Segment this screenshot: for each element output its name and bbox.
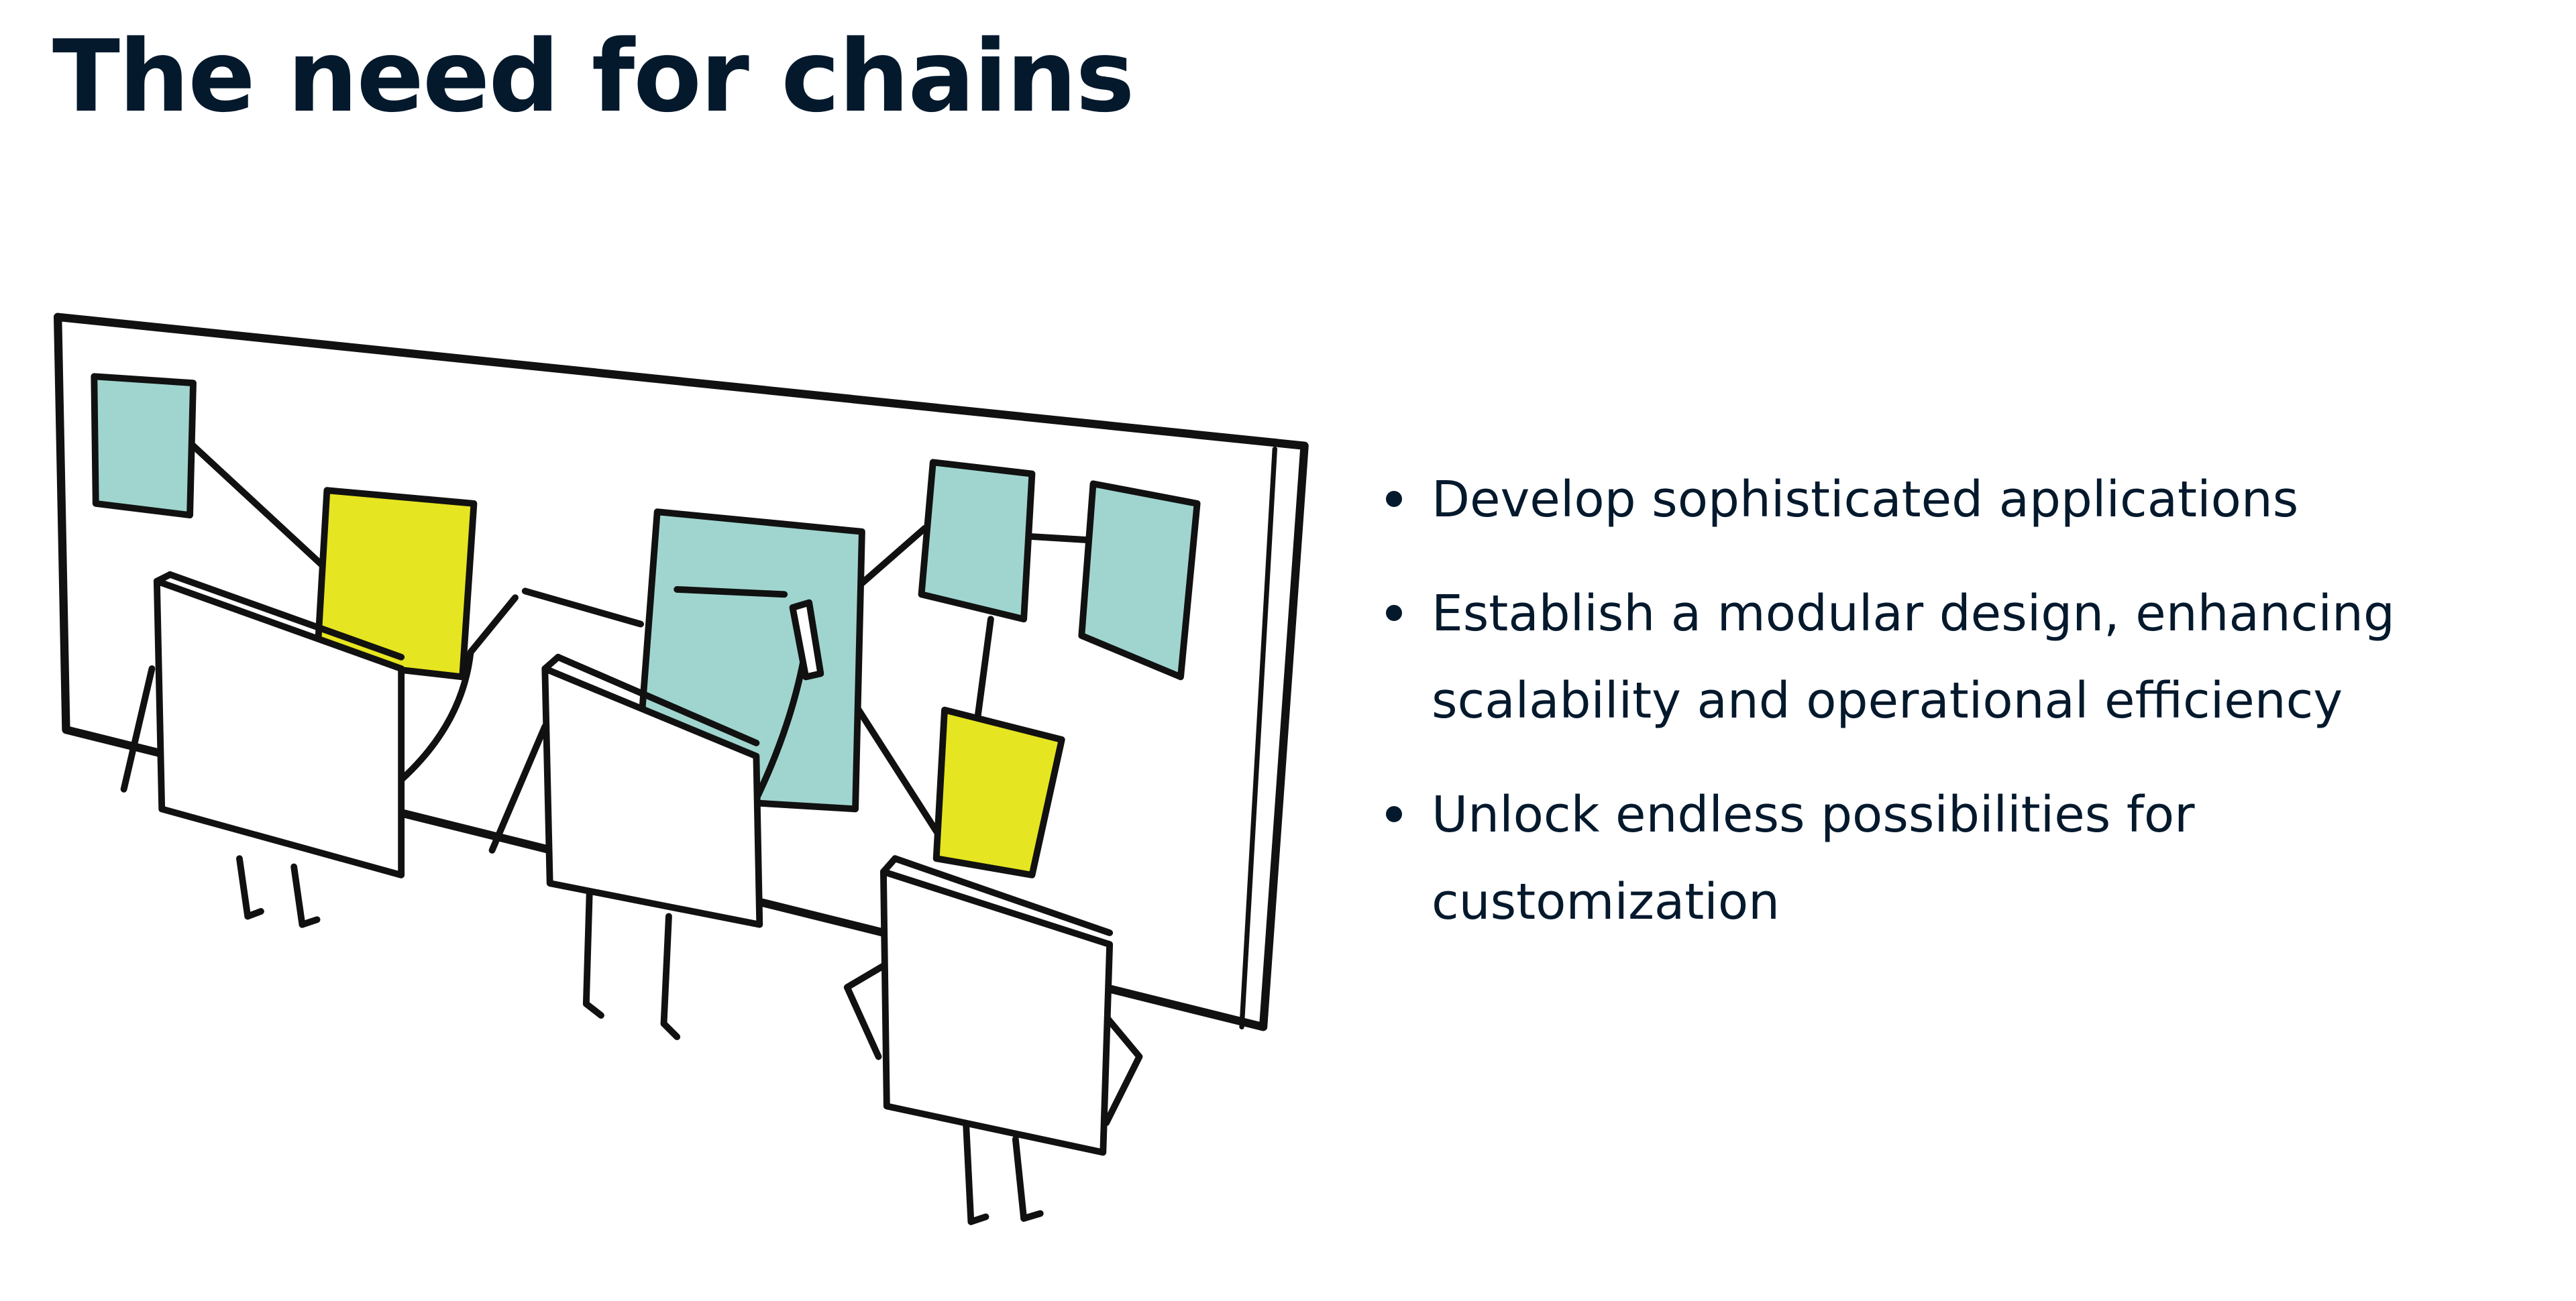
bullet-list: Develop sophisticated applications Estab…	[1382, 456, 2536, 972]
sticky-note-teal	[918, 459, 1036, 623]
bullet-text: Establish a modular design, enhancing sc…	[1432, 585, 2395, 730]
connector	[190, 442, 331, 573]
sticky-note-teal	[1078, 480, 1201, 681]
person-figure	[488, 599, 824, 1041]
person-figure	[120, 571, 519, 928]
bullet-item: Establish a modular design, enhancing sc…	[1382, 570, 2536, 744]
connector	[974, 616, 994, 722]
connector	[1028, 533, 1090, 543]
connector	[855, 524, 928, 589]
sticky-note-yellow	[313, 487, 478, 681]
bullet-text: Develop sophisticated applications	[1432, 471, 2299, 528]
connector	[855, 706, 942, 838]
slide-title: The need for chains	[52, 19, 1135, 134]
bullet-item: Unlock endless possibilities for customi…	[1382, 771, 2536, 946]
bullet-dot-icon	[1386, 605, 1402, 621]
bullet-dot-icon	[1386, 806, 1402, 822]
bullet-dot-icon	[1386, 491, 1402, 507]
connector	[521, 587, 644, 628]
person-figure	[843, 855, 1143, 1225]
sticky-note-yellow	[932, 706, 1065, 879]
sticky-note-teal	[91, 373, 197, 519]
bullet-item: Develop sophisticated applications	[1382, 456, 2536, 543]
bullet-text: Unlock endless possibilities for customi…	[1432, 786, 2195, 931]
